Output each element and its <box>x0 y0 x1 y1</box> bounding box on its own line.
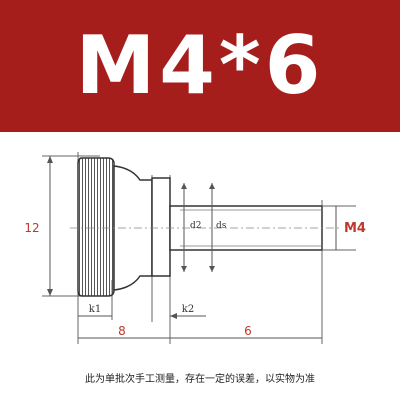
head-length-label: 8 <box>118 324 126 338</box>
k2-label: k2 <box>182 304 194 315</box>
head-height-label: 12 <box>24 221 39 235</box>
ds-arrow-bottom <box>209 266 215 272</box>
ds-label: ds <box>216 221 227 231</box>
thread-size-label: M4 <box>344 221 366 236</box>
thread-length-label: 6 <box>244 324 252 338</box>
ds-arrow-top <box>209 183 215 189</box>
measurement-disclaimer: 此为单批次手工测量，存在一定的误差，以实物为准 <box>85 374 315 385</box>
d2-label: d2 <box>190 221 202 231</box>
head-height-arrow-top <box>47 156 53 163</box>
screw-technical-drawing: 12 M4 8 6 k1 k2 d2 ds <box>24 152 366 344</box>
shoulder-collar <box>151 177 171 277</box>
knurled-head <box>77 157 115 297</box>
title-banner: M4*6 <box>0 0 400 132</box>
product-size-title: M4*6 <box>75 19 325 112</box>
d2-arrow-top <box>181 183 187 189</box>
k2-arrow-left <box>170 313 177 319</box>
head-height-arrow-bottom <box>47 289 53 296</box>
d2-arrow-bottom <box>181 266 187 272</box>
k1-label: k1 <box>89 304 101 315</box>
